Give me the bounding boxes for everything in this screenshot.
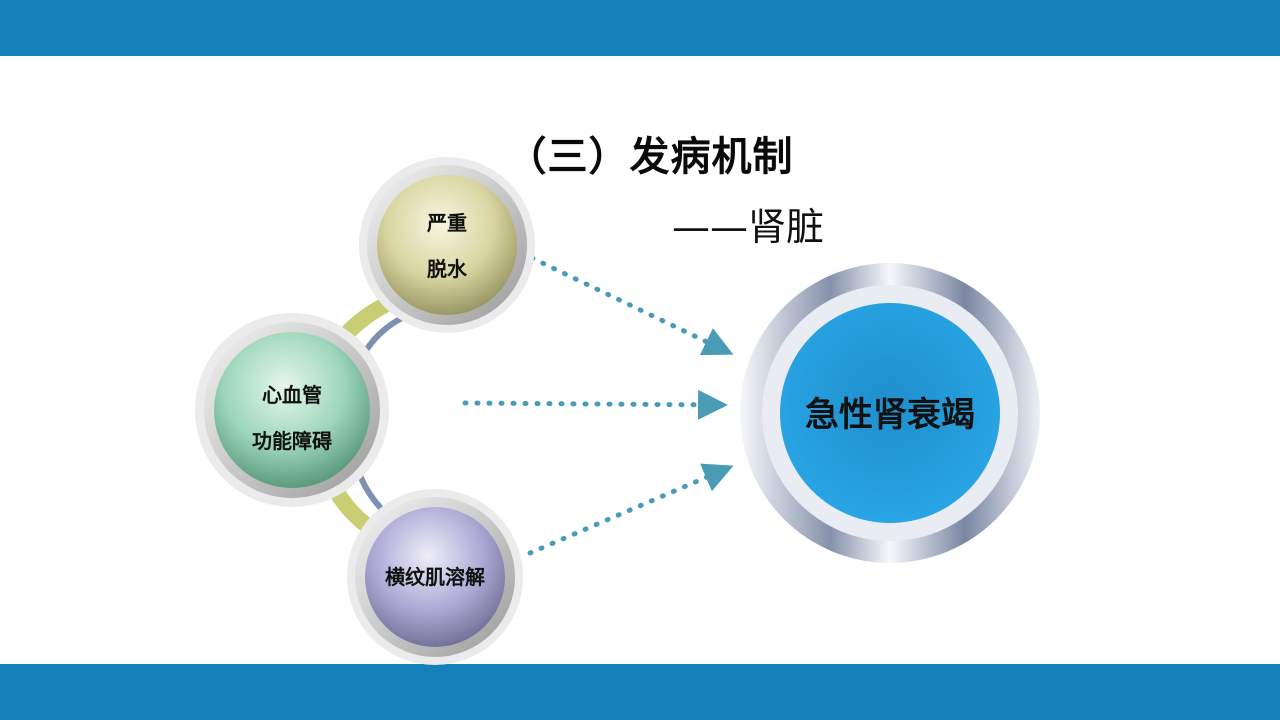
result-node-acute-renal-failure (740, 263, 1040, 563)
cause-node-cardiovascular (195, 313, 389, 507)
cause-label-dehydration: 严重 脱水 (387, 200, 507, 292)
cause-label-line: 脱水 (427, 257, 467, 281)
cause-label-cardiovascular: 心血管 功能障碍 (222, 372, 362, 464)
arrows (462, 255, 734, 556)
top-band (0, 0, 1280, 56)
cause-node-rhabdomyolysis (347, 489, 523, 665)
cause-label-rhabdomyolysis: 横纹肌溶解 (360, 554, 510, 600)
cause-label-line: 心血管 (262, 383, 322, 407)
arrow-cardiovascular (462, 389, 728, 420)
slide-title: （三）发病机制 (506, 134, 794, 180)
cause-label-line: 功能障碍 (252, 429, 332, 453)
arrow-dehydration (529, 255, 734, 356)
bottom-band (0, 664, 1280, 720)
cause-label-line: 严重 (427, 211, 467, 235)
result-label: 急性肾衰竭 (805, 395, 975, 435)
cause-node-dehydration (359, 157, 535, 333)
cause-label-line: 横纹肌溶解 (385, 565, 485, 589)
slide-subtitle: ——肾脏 (672, 205, 825, 249)
arrow-rhabdomyolysis (527, 463, 734, 556)
